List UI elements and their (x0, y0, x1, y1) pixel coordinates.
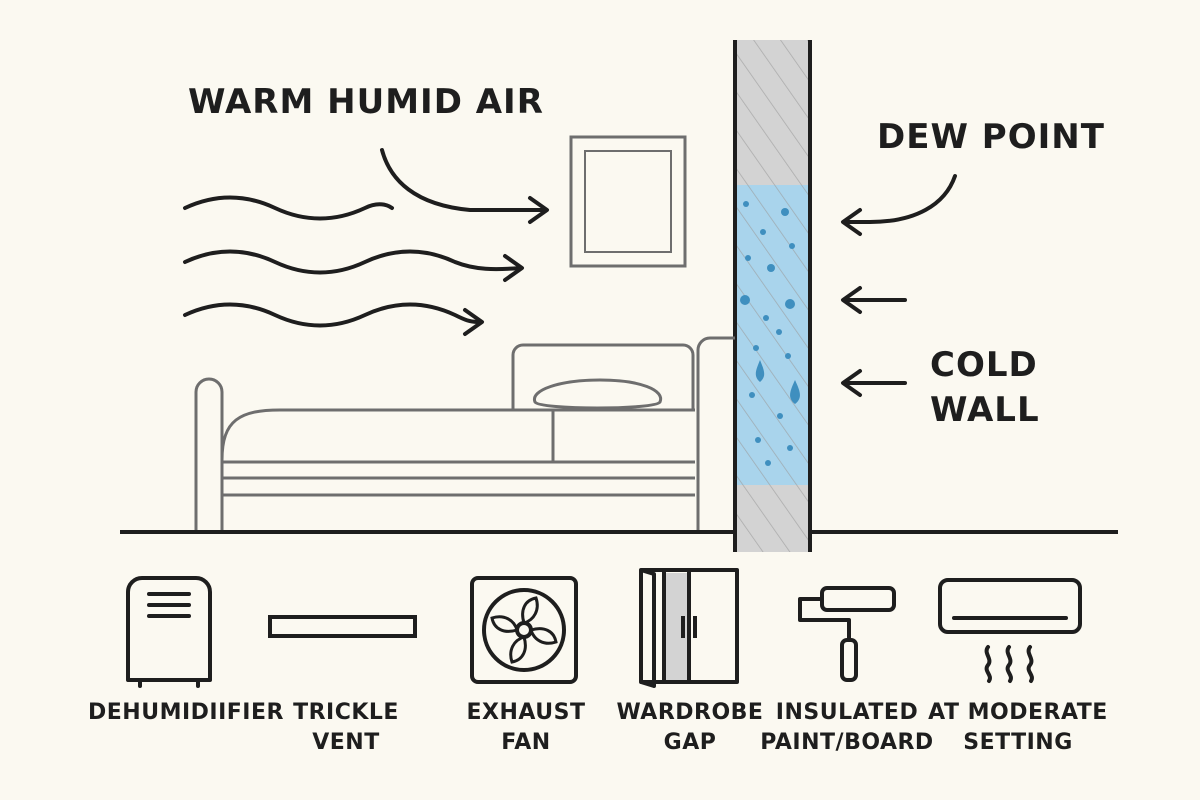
caption-line-2: FAN (501, 730, 551, 755)
dew-point-label: DEW POINT (877, 117, 1105, 157)
cold-wall (733, 40, 812, 552)
caption-air-conditioner: AT MODERATE SETTING (928, 698, 1108, 758)
caption-insulated-paint: INSULATED PAINT/BOARD (757, 698, 937, 758)
caption-line-1: AT MODERATE (928, 700, 1108, 725)
warm-humid-air-label: WARM HUMID AIR (188, 82, 544, 122)
caption-line-2: VENT (312, 730, 380, 755)
caption-line-1: INSULATED (775, 700, 919, 725)
wardrobe-icon (639, 568, 739, 688)
caption-line-2: PAINT/BOARD (760, 730, 934, 755)
paint-roller-icon (798, 586, 896, 682)
cold-side-arrows (841, 174, 957, 397)
water-droplets (740, 201, 800, 466)
picture-frame (569, 135, 687, 268)
caption-line-1: WARDROBE (616, 700, 764, 725)
dehumidifier-icon (126, 576, 212, 688)
caption-line-1: EXHAUST (466, 700, 586, 725)
caption-trickle-vent: TRICKLE VENT (256, 698, 436, 758)
caption-line-1: TRICKLE (293, 700, 399, 725)
exhaust-fan-icon (470, 576, 578, 684)
caption-wardrobe-gap: WARDROBE GAP (600, 698, 780, 758)
warm-air-arrows (183, 148, 549, 336)
air-conditioner-icon (938, 578, 1082, 683)
caption-exhaust-fan: EXHAUST FAN (436, 698, 616, 758)
wall-label: WALL (930, 390, 1040, 430)
caption-line-2: GAP (663, 730, 717, 755)
cold-label: COLD (930, 345, 1038, 385)
caption-line-2: SETTING (963, 730, 1073, 755)
bed (194, 336, 735, 530)
caption-dehumidifier: DEHUMIDIIFIER (88, 698, 284, 728)
caption-line-1: DEHUMIDIIFIER (88, 700, 284, 725)
trickle-vent-icon (268, 615, 417, 638)
